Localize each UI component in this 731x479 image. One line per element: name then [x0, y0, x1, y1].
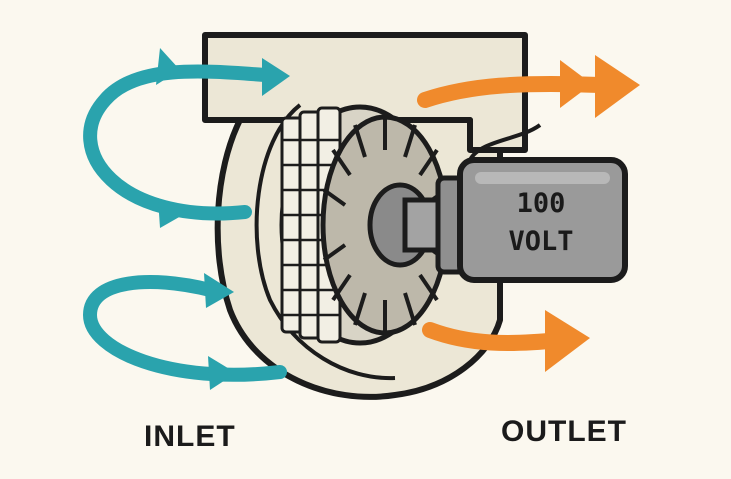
- motor-voltage-unit: VOLT: [508, 226, 574, 257]
- motor: [402, 123, 628, 283]
- inlet-arrowheads: [156, 48, 290, 390]
- inlet-arrows: [82, 64, 287, 382]
- outlet-label: OUTLET: [501, 415, 627, 448]
- housing-inner-curve: [254, 103, 396, 381]
- motor-body: [457, 157, 628, 283]
- impeller-wheel: [279, 104, 450, 346]
- inlet-arrow-top: [83, 64, 272, 221]
- motor-voltage-value: 100: [516, 188, 566, 219]
- outlet-arrowheads: [545, 55, 640, 372]
- inlet-arrow-bottom: [82, 275, 287, 382]
- outlet-arrow-bottom: [422, 322, 568, 351]
- inlet-label: INLET: [144, 420, 236, 453]
- motor-wire: [468, 123, 542, 162]
- motor-highlight: [475, 172, 610, 184]
